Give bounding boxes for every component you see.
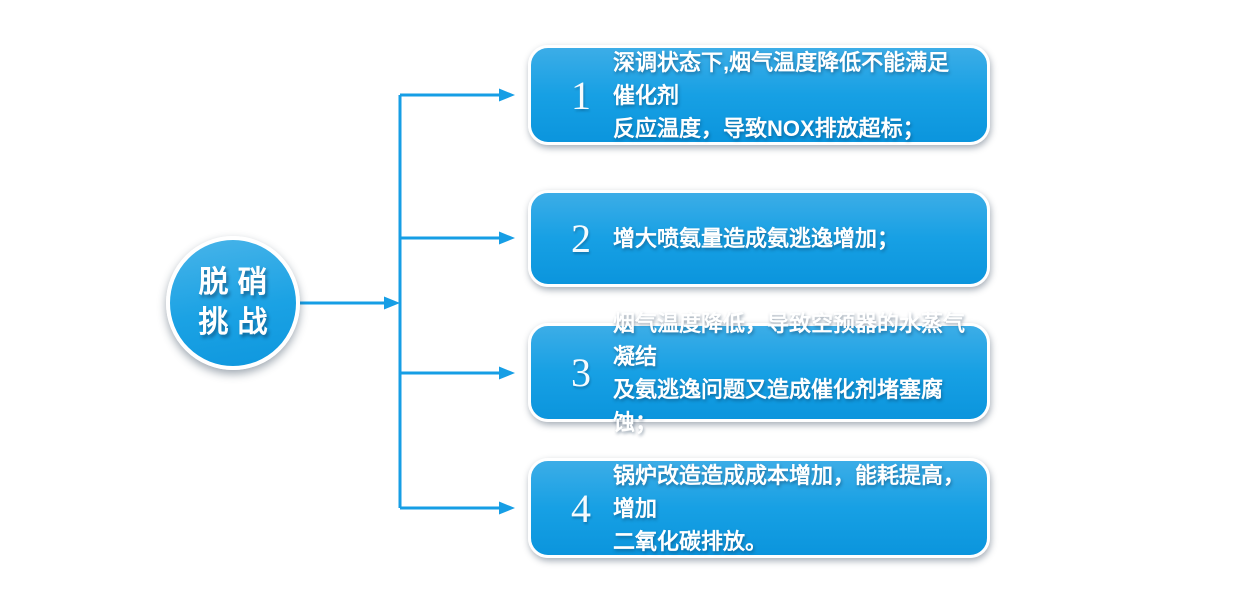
challenge-text-line: 反应温度，导致NOX排放超标；	[613, 115, 925, 141]
root-arrowhead	[384, 296, 400, 310]
branch-arrowhead-2	[499, 231, 515, 245]
branch-arrowhead-4	[499, 501, 515, 515]
challenge-number-2: 2	[571, 216, 591, 261]
challenge-text-2: 增大喷氨量造成氨逃逸增加；	[613, 222, 899, 255]
root-node-label-line2: 挑战	[198, 306, 277, 339]
challenge-box-3: 3 烟气温度降低，导致空预器的水蒸气凝结 及氨逃逸问题又造成催化剂堵塞腐蚀；	[528, 311, 990, 435]
root-node-circle: 脱硝 挑战	[166, 236, 300, 370]
challenge-number-3: 3	[571, 350, 591, 395]
challenge-text-line: 及氨逃逸问题又造成催化剂堵塞腐蚀；	[613, 376, 944, 435]
branch-arrowhead-1	[499, 88, 515, 102]
challenge-box-1: 1 深调状态下,烟气温度降低不能满足催化剂 反应温度，导致NOX排放超标；	[528, 45, 990, 145]
challenge-text-line: 深调状态下,烟气温度降低不能满足催化剂	[613, 49, 950, 108]
challenge-text-3: 烟气温度降低，导致空预器的水蒸气凝结 及氨逃逸问题又造成催化剂堵塞腐蚀；	[613, 307, 965, 439]
challenge-text-line: 增大喷氨量造成氨逃逸增加；	[613, 226, 900, 251]
challenge-text-line: 锅炉改造造成成本增加，能耗提高，增加	[613, 462, 966, 521]
branch-arrowhead-3	[499, 366, 515, 380]
challenge-number-1: 1	[571, 72, 591, 118]
challenge-text-1: 深调状态下,烟气温度降低不能满足催化剂 反应温度，导致NOX排放超标；	[613, 46, 965, 145]
challenge-box-4: 4 锅炉改造造成成本增加，能耗提高，增加 二氧化碳排放。	[528, 458, 990, 558]
challenge-text-line: 烟气温度降低，导致空预器的水蒸气凝结	[613, 310, 966, 369]
challenge-text-line: 二氧化碳排放。	[613, 528, 768, 554]
challenge-number-4: 4	[571, 485, 591, 531]
challenge-box-2: 2 增大喷氨量造成氨逃逸增加；	[528, 190, 990, 287]
root-node-label-line1: 脱硝	[198, 266, 277, 299]
challenge-text-4: 锅炉改造造成成本增加，能耗提高，增加 二氧化碳排放。	[613, 459, 965, 558]
